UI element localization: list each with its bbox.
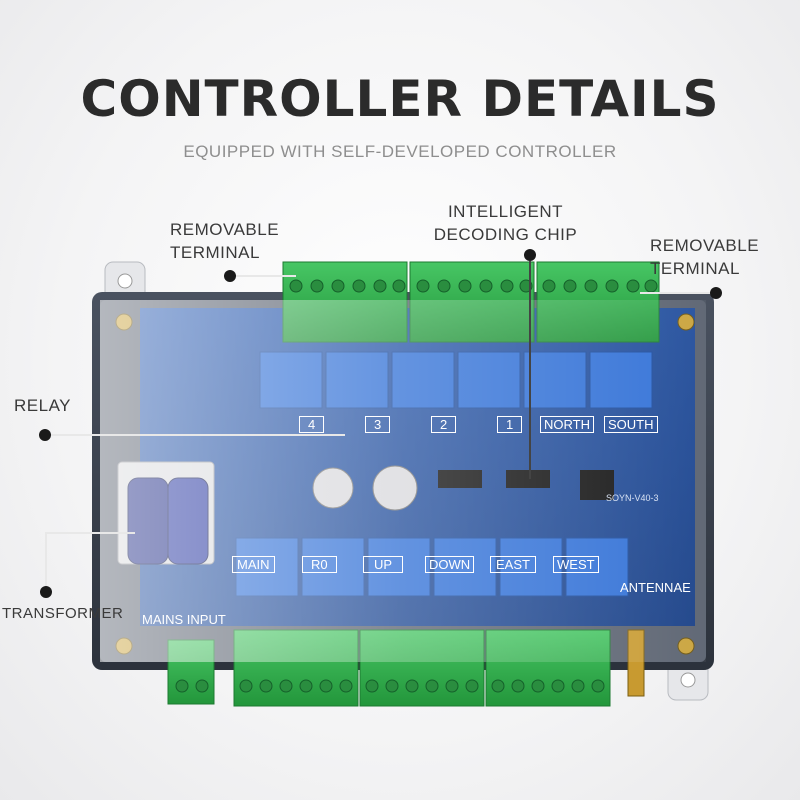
callout-removable-terminal-right: REMOVABLE TERMINAL [650,234,759,280]
callout-removable-terminal-left: REMOVABLE TERMINAL [170,218,279,264]
callout-decoding-chip: INTELLIGENT DECODING CHIP [423,200,588,246]
relay-label-3: 3 [365,416,391,433]
transparent-cover [100,300,706,662]
callout-leader-transformer [45,532,47,588]
callout-line-2: TERMINAL [650,259,740,278]
relay-label-down: DOWN [425,556,475,573]
relay-label-4: 4 [299,416,325,433]
relay-label-south: SOUTH [604,416,658,433]
relay-label-east: EAST [490,556,536,573]
board-model-text: SOYN-V40-3 [606,493,659,503]
callout-line-2: TERMINAL [170,243,260,262]
relay-label-west: WEST [553,556,599,573]
callout-leader-relay [51,434,345,436]
callout-line-1: REMOVABLE [650,236,760,255]
callout-leader-left-terminal [236,275,296,277]
page-subtitle: EQUIPPED WITH SELF-DEVELOPED CONTROLLER [183,142,617,161]
callout-leader-chip [529,261,531,479]
callout-dot-transformer [40,586,52,598]
callout-relay: RELAY [14,396,71,415]
callout-dot-left-terminal [224,270,236,282]
callout-line-1: REMOVABLE [170,220,280,239]
relay-label-up: UP [363,556,404,573]
callout-leader-right-terminal [640,292,710,294]
callout-dot-right-terminal [710,287,722,299]
page-title: CONTROLLER DETAILS [80,70,720,128]
callout-antennae: ANTENNAE [620,580,691,595]
callout-dot-chip [524,249,536,261]
callout-transformer: TRANSFORMER [2,605,124,622]
callout-line-2: DECODING CHIP [433,225,578,244]
relay-label-north: NORTH [540,416,594,433]
relay-label-r0: R0 [302,556,337,573]
callout-dot-relay [39,429,51,441]
callout-mains-input: MAINS INPUT [142,612,226,627]
relay-label-2: 2 [431,416,457,433]
relay-label-main: MAIN [232,556,275,573]
callout-leader-transformer-h [45,532,135,534]
relay-label-1: 1 [497,416,523,433]
callout-line-1: INTELLIGENT [447,202,564,221]
